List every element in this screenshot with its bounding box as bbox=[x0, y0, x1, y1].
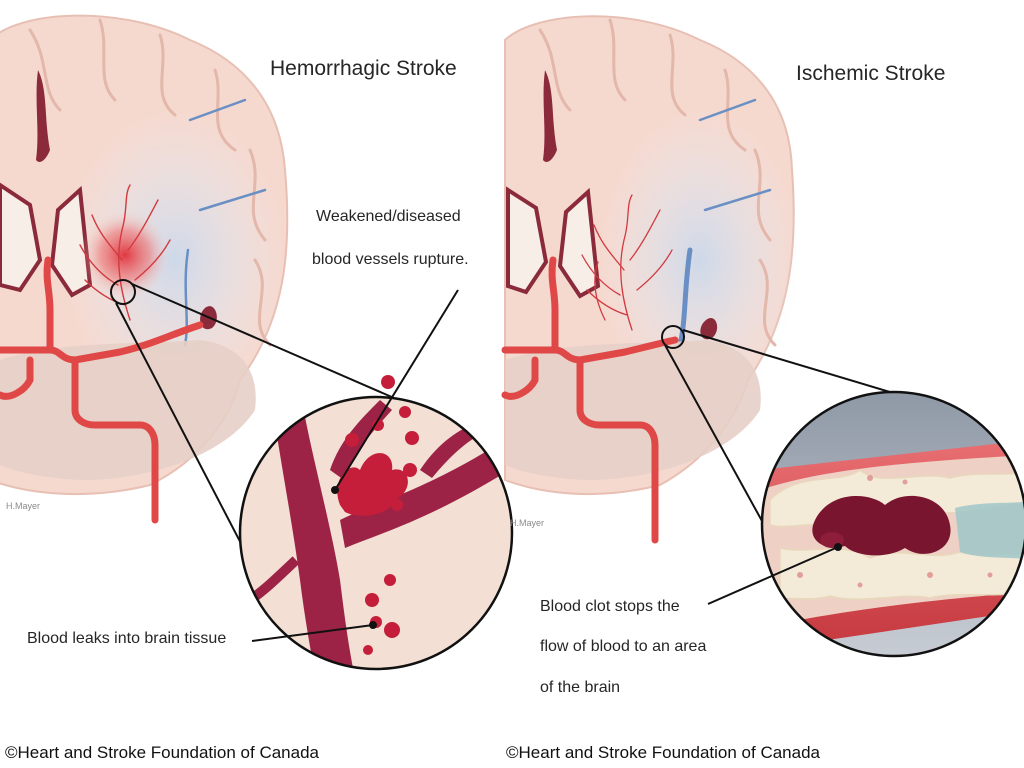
main-artery-right bbox=[501, 256, 679, 544]
ischemic-brain bbox=[501, 15, 800, 544]
hemorrhagic-brain bbox=[0, 14, 289, 524]
artist-credit-left: H.Mayer bbox=[6, 501, 40, 511]
main-artery bbox=[0, 256, 204, 524]
hemorrhage-spot bbox=[80, 210, 170, 300]
clot-callout-line1: Blood clot stops the bbox=[540, 598, 680, 615]
clot-callout-line2: flow of blood to an area bbox=[540, 638, 707, 655]
rupture-callout-line2: blood vessels rupture. bbox=[312, 251, 469, 268]
ischemic-title: Ischemic Stroke bbox=[796, 62, 946, 85]
clot-callout-line3: of the brain bbox=[540, 679, 621, 696]
artist-credit-right: H.Mayer bbox=[510, 518, 544, 528]
zoom-marker-left bbox=[110, 279, 136, 305]
blood-clot bbox=[812, 495, 951, 556]
rupture-pointer-dot bbox=[331, 486, 339, 494]
clot-pointer-dot bbox=[834, 543, 842, 551]
copyright-right: ©Heart and Stroke Foundation of Canada bbox=[506, 743, 821, 762]
leak-pointer-dot bbox=[369, 621, 377, 629]
blood-leak-drops bbox=[337, 375, 419, 655]
ischemic-zoom-circle bbox=[760, 390, 1024, 658]
hemorrhagic-zoom-circle bbox=[238, 375, 514, 671]
copyright-left: ©Heart and Stroke Foundation of Canada bbox=[5, 743, 320, 762]
ischemic-callout-leaders bbox=[707, 546, 839, 605]
zoom-marker-right bbox=[661, 325, 685, 349]
hemorrhagic-callout-leaders bbox=[251, 289, 459, 642]
rupture-callout-line1: Weakened/diseased bbox=[316, 208, 461, 225]
hemorrhagic-title: Hemorrhagic Stroke bbox=[270, 57, 457, 80]
leak-callout: Blood leaks into brain tissue bbox=[27, 630, 227, 647]
